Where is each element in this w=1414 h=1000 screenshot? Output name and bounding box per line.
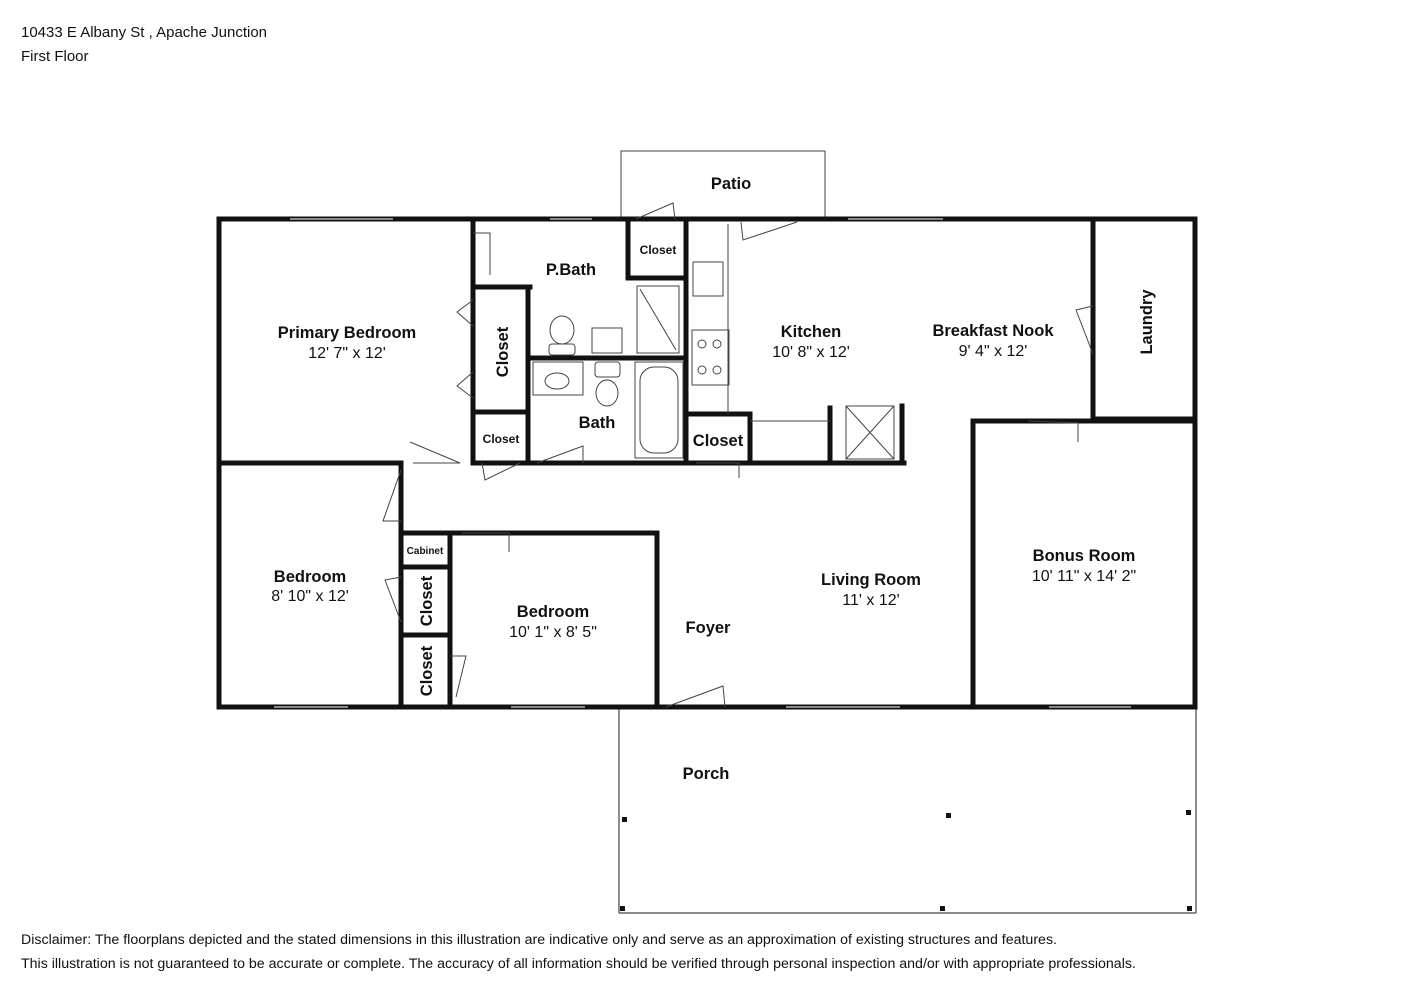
porch-outline bbox=[618, 709, 1197, 914]
breakfast-nook-dims: 9' 4" x 12' bbox=[959, 343, 1028, 360]
living-room-dims: 11' x 12' bbox=[842, 592, 899, 609]
patio-label: Patio bbox=[711, 175, 751, 193]
fixtures bbox=[532, 224, 895, 460]
closet-small-primary-label: Closet bbox=[483, 432, 520, 446]
pbath-label: P.Bath bbox=[546, 261, 596, 279]
bedroom-mid-dims: 10' 1" x 8' 5" bbox=[509, 624, 597, 641]
porch-label: Porch bbox=[683, 765, 730, 783]
primary-bedroom-label: Primary Bedroom bbox=[278, 324, 416, 342]
stove-icon bbox=[691, 329, 730, 386]
breakfast-nook-label: Breakfast Nook bbox=[932, 322, 1054, 340]
bedroom-left-label: Bedroom bbox=[274, 568, 346, 586]
bonus-room-label: Bonus Room bbox=[1033, 547, 1136, 565]
sink-bath-icon bbox=[532, 361, 584, 396]
closet-primary-label: Closet bbox=[494, 326, 512, 377]
closet-mid-b-label: Closet bbox=[418, 645, 436, 696]
bonus-room-dims: 10' 11" x 14' 2" bbox=[1032, 568, 1136, 585]
kitchen-sink-icon bbox=[692, 261, 724, 297]
bedroom-left-dims: 8' 10" x 12' bbox=[271, 588, 349, 605]
foyer-label: Foyer bbox=[686, 619, 732, 637]
disclaimer-line-2: This illustration is not guaranteed to b… bbox=[21, 956, 1136, 972]
closet-mid-a-label: Closet bbox=[418, 575, 436, 626]
closet-top-label: Closet bbox=[640, 243, 677, 257]
kitchen-label: Kitchen bbox=[781, 323, 842, 341]
bath-label: Bath bbox=[579, 414, 616, 432]
disclaimer-line-1: Disclaimer: The floorplans depicted and … bbox=[21, 932, 1057, 948]
toilet-bath-icon bbox=[595, 379, 619, 407]
closet-kitchen-label: Closet bbox=[693, 432, 744, 450]
kitchen-dims: 10' 8" x 12' bbox=[772, 344, 850, 361]
laundry-label: Laundry bbox=[1138, 289, 1156, 355]
door-swings bbox=[382, 202, 1094, 708]
bathtub bbox=[634, 361, 684, 459]
property-address: 10433 E Albany St , Apache Junction bbox=[21, 24, 268, 41]
windows bbox=[274, 218, 1131, 708]
toilet-pbath-icon bbox=[549, 315, 575, 345]
floor-label: First Floor bbox=[21, 48, 89, 65]
disclaimer: Disclaimer: The floorplans depicted and … bbox=[21, 928, 1136, 976]
walls bbox=[216, 216, 1198, 710]
bedroom-mid-label: Bedroom bbox=[517, 603, 589, 621]
living-room-label: Living Room bbox=[821, 571, 921, 589]
shower-stall bbox=[636, 285, 680, 354]
porch-posts bbox=[620, 810, 1192, 911]
cabinet-label: Cabinet bbox=[407, 546, 444, 557]
sink-pbath-icon bbox=[591, 327, 623, 354]
primary-bedroom-dims: 12' 7" x 12' bbox=[308, 345, 386, 362]
plan-header: 10433 E Albany St , Apache Junction Firs… bbox=[21, 21, 267, 69]
fridge-icon bbox=[845, 405, 895, 460]
